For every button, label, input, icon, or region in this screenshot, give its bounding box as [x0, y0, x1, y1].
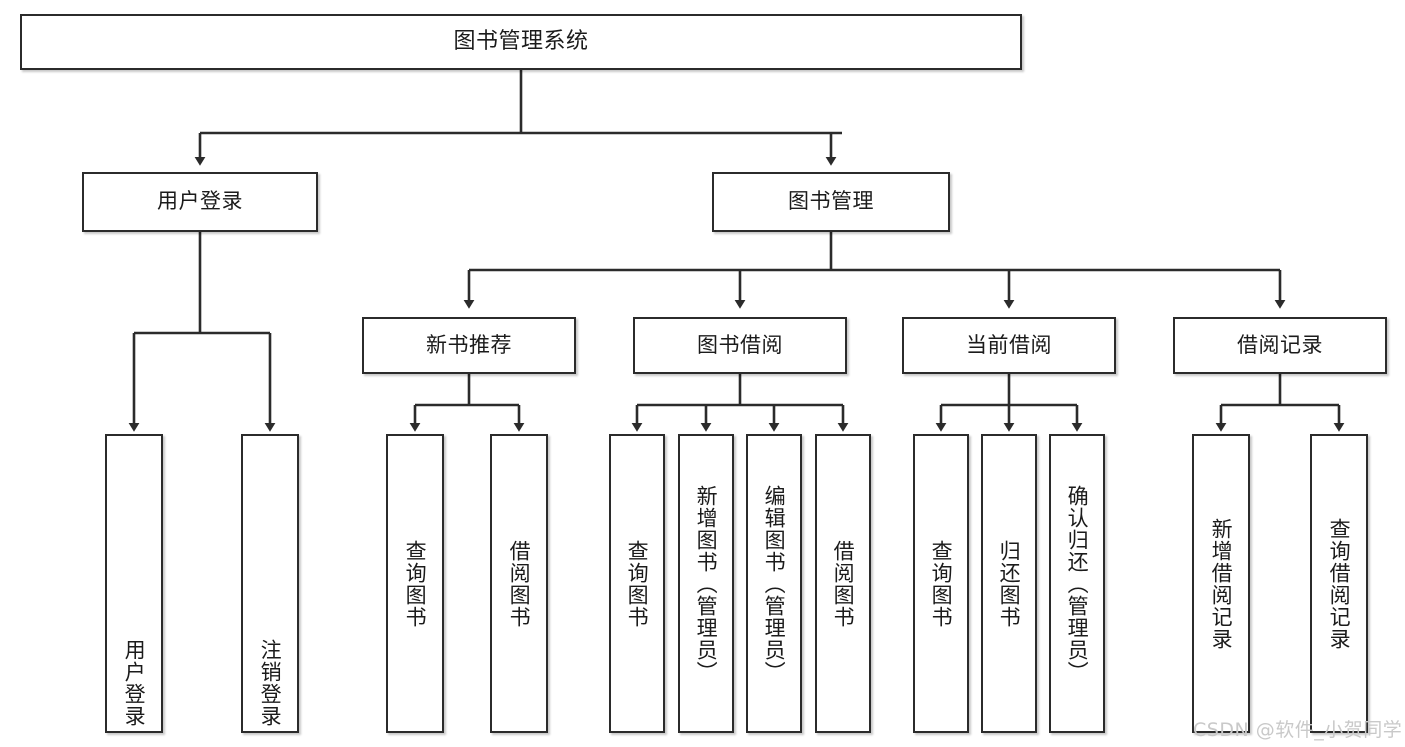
- leaf-borrow-add-book-admin[interactable]: 新增图书（管理员）: [678, 434, 734, 733]
- leaf-record-add-record[interactable]: 新增借阅记录: [1192, 434, 1250, 733]
- node-label: 确认归还（管理员）: [1065, 484, 1090, 683]
- node-label: 查询借阅记录: [1327, 517, 1352, 650]
- node-label: 归还图书: [997, 539, 1022, 628]
- node-label: 注销登录: [258, 639, 283, 727]
- node-current-borrowing[interactable]: 当前借阅: [902, 317, 1116, 374]
- node-label: 图书管理系统: [453, 28, 589, 54]
- node-new-book-recommendation[interactable]: 新书推荐: [362, 317, 576, 374]
- leaf-borrow-query-books[interactable]: 查询图书: [609, 434, 665, 733]
- node-label: 用户登录: [157, 189, 243, 214]
- leaf-current-return-books[interactable]: 归还图书: [981, 434, 1037, 733]
- node-user-login[interactable]: 用户登录: [82, 172, 318, 232]
- leaf-borrow-edit-book-admin[interactable]: 编辑图书（管理员）: [746, 434, 802, 733]
- node-label: 查询图书: [929, 539, 954, 628]
- node-label: 借阅图书: [507, 539, 532, 628]
- leaf-current-query-books[interactable]: 查询图书: [913, 434, 969, 733]
- node-label: 新增借阅记录: [1209, 517, 1234, 650]
- node-label: 新增图书（管理员）: [694, 484, 719, 683]
- leaf-new-book-borrow-books[interactable]: 借阅图书: [490, 434, 548, 733]
- leaf-record-query-record[interactable]: 查询借阅记录: [1310, 434, 1368, 733]
- node-label: 编辑图书（管理员）: [762, 484, 787, 683]
- node-label: 新书推荐: [426, 332, 512, 357]
- node-label: 图书借阅: [697, 332, 783, 357]
- csdn-watermark: CSDN @软件_小贺同学: [1193, 719, 1403, 741]
- node-label: 图书管理: [788, 189, 874, 214]
- node-book-management[interactable]: 图书管理: [712, 172, 950, 232]
- leaf-current-confirm-return-admin[interactable]: 确认归还（管理员）: [1049, 434, 1105, 733]
- node-label: 查询图书: [403, 539, 428, 628]
- leaf-borrow-borrow-books[interactable]: 借阅图书: [815, 434, 871, 733]
- node-label: 用户登录: [122, 639, 147, 727]
- node-borrowing-record[interactable]: 借阅记录: [1173, 317, 1387, 374]
- node-label: 借阅记录: [1237, 332, 1323, 357]
- node-root-book-management-system[interactable]: 图书管理系统: [20, 14, 1022, 70]
- node-label: 当前借阅: [966, 332, 1052, 357]
- leaf-user-login-logout[interactable]: 注销登录: [241, 434, 299, 733]
- node-book-borrowing[interactable]: 图书借阅: [633, 317, 847, 374]
- leaf-new-book-query-books[interactable]: 查询图书: [386, 434, 444, 733]
- node-label: 借阅图书: [831, 539, 856, 628]
- node-label: 查询图书: [625, 539, 650, 628]
- leaf-user-login-login[interactable]: 用户登录: [105, 434, 163, 733]
